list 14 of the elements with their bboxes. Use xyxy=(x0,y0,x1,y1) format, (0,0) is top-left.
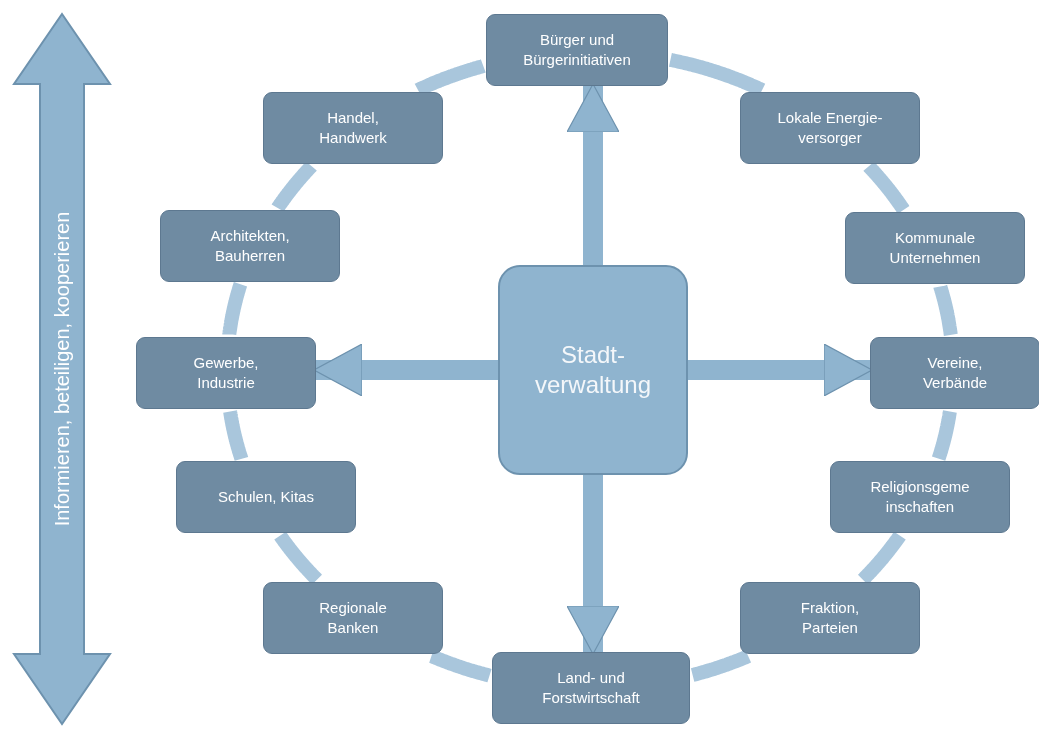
stakeholder-box: Gewerbe, Industrie xyxy=(136,337,316,409)
stakeholder-box: Land- und Forstwirtschaft xyxy=(492,652,690,724)
stakeholder-box: Lokale Energie- versorger xyxy=(740,92,920,164)
center-box: Stadt- verwaltung xyxy=(498,265,688,475)
stakeholder-box: Schulen, Kitas xyxy=(176,461,356,533)
stakeholder-box: Handel, Handwerk xyxy=(263,92,443,164)
stakeholder-box: Regionale Banken xyxy=(263,582,443,654)
stakeholder-box: Architekten, Bauherren xyxy=(160,210,340,282)
arrow-label: Informieren, beteiligen, kooperieren xyxy=(50,211,74,527)
stakeholder-box: Vereine, Verbände xyxy=(870,337,1039,409)
stakeholder-box: Kommunale Unternehmen xyxy=(845,212,1025,284)
stakeholder-box: Religionsgeme inschaften xyxy=(830,461,1010,533)
stakeholder-box: Bürger und Bürgerinitiativen xyxy=(486,14,668,86)
stakeholder-box: Fraktion, Parteien xyxy=(740,582,920,654)
